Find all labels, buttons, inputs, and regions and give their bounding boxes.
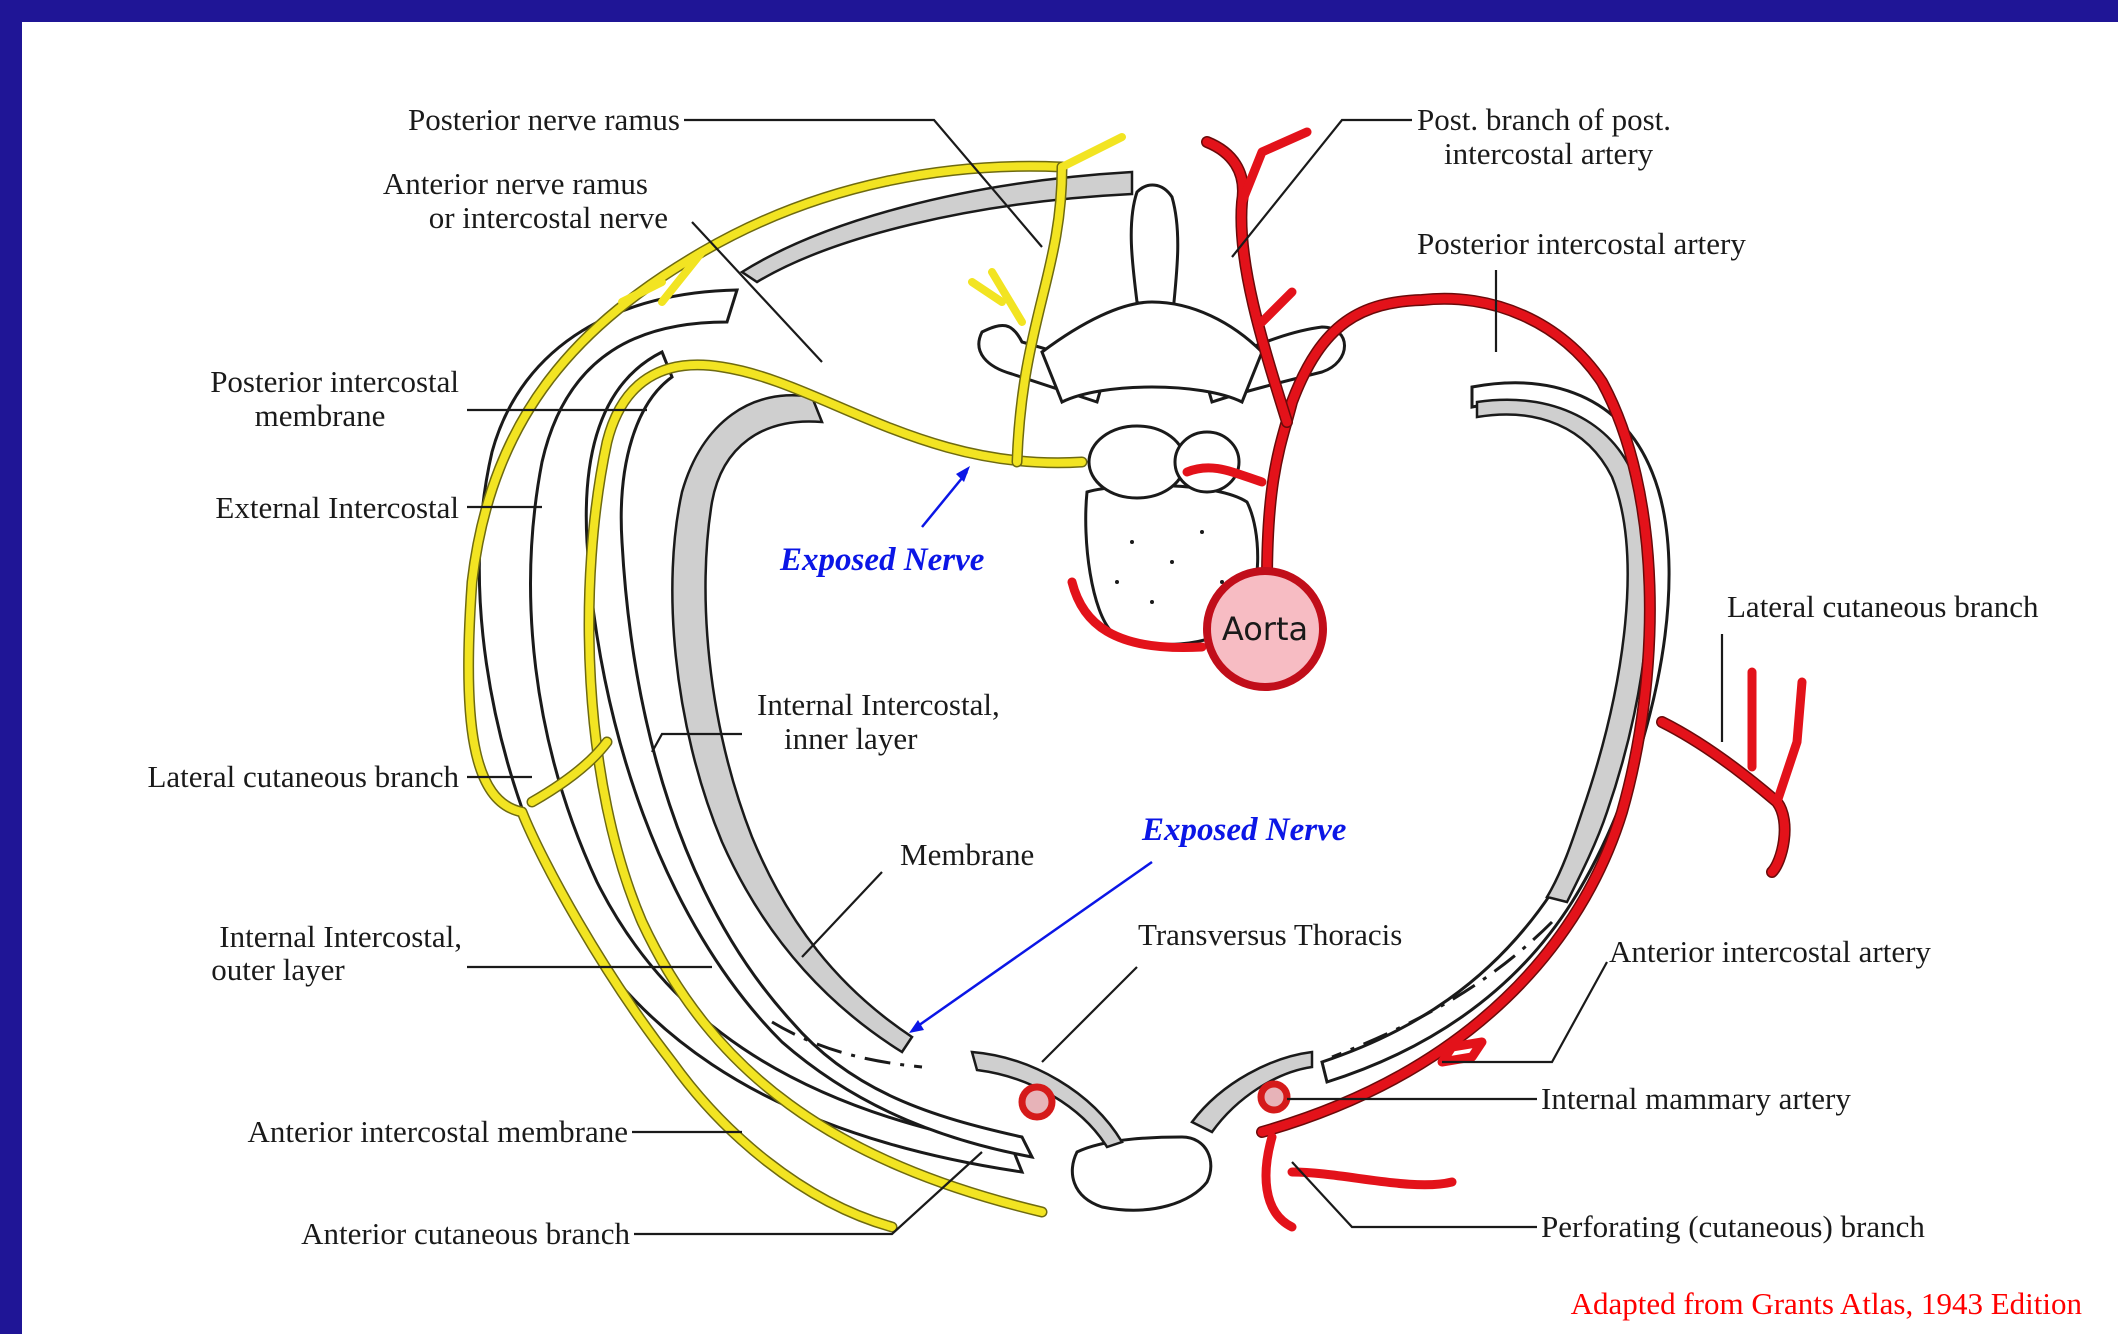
label-posterior-nerve-ramus: Posterior nerve ramus [408, 102, 680, 137]
intercostal-diagram: Aorta Posterior nerve ramus Anterior ner… [22, 22, 2118, 1334]
label-lateral-cutaneous-branch-left: Lateral cutaneous branch [147, 759, 459, 794]
annotation-exposed-nerve-bottom: Exposed Nerve [1141, 812, 1346, 848]
internal-mammary-vessel-left [1022, 1087, 1052, 1117]
source-credit: Adapted from Grants Atlas, 1943 Edition [1571, 1286, 2083, 1321]
slide-canvas: Aorta Posterior nerve ramus Anterior ner… [22, 22, 2118, 1334]
label-anterior-intercostal-artery: Anterior intercostal artery [1609, 934, 1931, 969]
label-internal-intercostal-outer-2: outer layer [211, 952, 345, 987]
label-posterior-intercostal-membrane-2: membrane [255, 398, 386, 433]
annotation-exposed-nerve-top: Exposed Nerve [779, 542, 984, 578]
label-anterior-cutaneous-branch: Anterior cutaneous branch [301, 1216, 630, 1251]
label-transversus-thoracis: Transversus Thoracis [1138, 917, 1402, 952]
right-muscle-layers [1322, 383, 1669, 1082]
label-anterior-intercostal-membrane: Anterior intercostal membrane [248, 1114, 628, 1149]
label-lateral-cutaneous-branch-right: Lateral cutaneous branch [1727, 589, 2039, 624]
aorta-label: Aorta [1222, 610, 1308, 648]
label-post-branch-2: intercostal artery [1444, 136, 1654, 171]
label-anterior-nerve-ramus-2: or intercostal nerve [429, 200, 668, 235]
label-internal-intercostal-inner-2: inner layer [784, 721, 918, 756]
label-membrane: Membrane [900, 837, 1034, 872]
label-internal-intercostal-outer-1: Internal Intercostal, [219, 919, 462, 954]
label-internal-intercostal-inner-1: Internal Intercostal, [757, 687, 1000, 722]
internal-mammary-vessel-right [1261, 1084, 1287, 1110]
label-anterior-nerve-ramus-1: Anterior nerve ramus [383, 166, 648, 201]
label-perforating-branch: Perforating (cutaneous) branch [1541, 1209, 1925, 1244]
label-posterior-intercostal-membrane-1: Posterior intercostal [210, 364, 459, 399]
label-internal-mammary-artery: Internal mammary artery [1541, 1081, 1851, 1116]
label-external-intercostal: External Intercostal [215, 490, 459, 525]
label-post-branch-1: Post. branch of post. [1417, 102, 1671, 137]
label-posterior-intercostal-artery: Posterior intercostal artery [1417, 226, 1746, 261]
